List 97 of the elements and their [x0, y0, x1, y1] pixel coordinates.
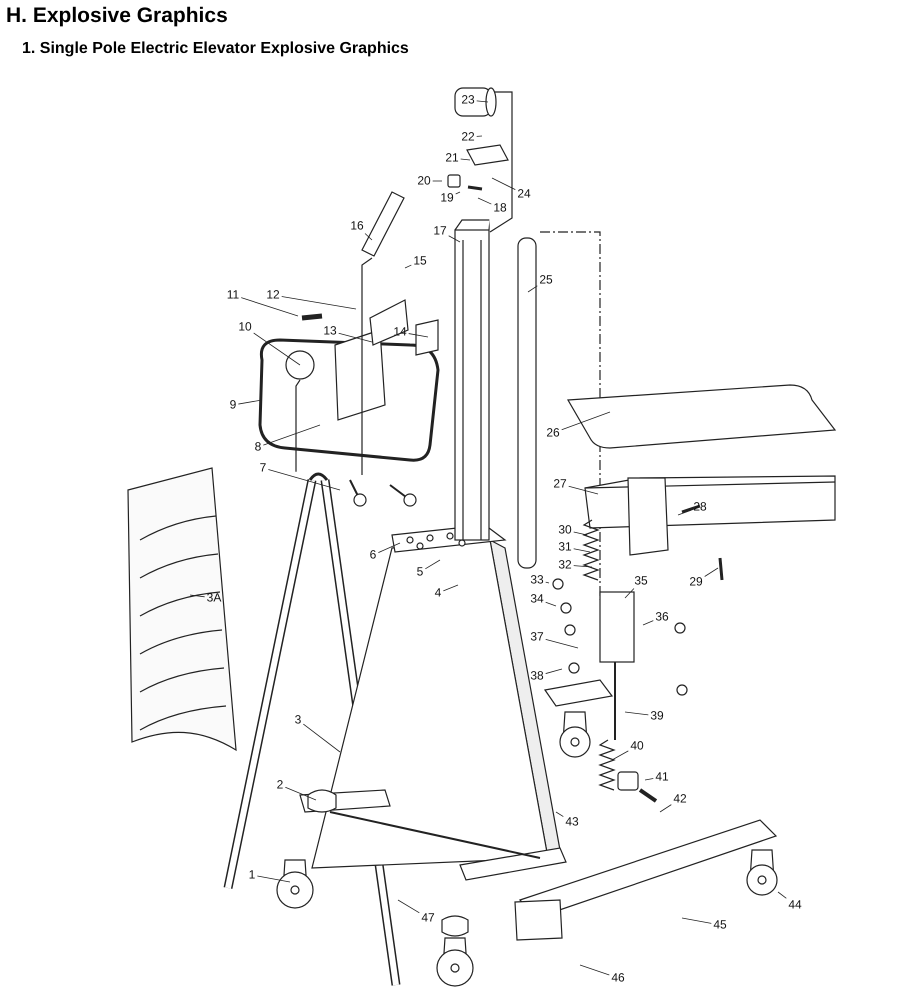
leader-line	[190, 594, 206, 598]
leader-line	[704, 568, 718, 577]
callout-number: 46	[610, 972, 626, 984]
callout-number: 8	[254, 440, 262, 454]
leader-line	[778, 892, 787, 899]
leader-line	[408, 333, 428, 338]
callout-number: 12	[265, 288, 281, 302]
leader-line	[556, 812, 564, 817]
leader-line	[624, 712, 649, 716]
heading: H. Explosive Graphics	[6, 4, 228, 28]
callout-number: 37	[529, 630, 545, 644]
callout-number: 10	[237, 320, 253, 334]
leader-line	[281, 296, 356, 310]
callout-number: 47	[420, 912, 436, 924]
leader-line	[612, 750, 629, 760]
callout-number: 2	[276, 778, 284, 792]
leader-line	[642, 620, 654, 626]
callout-number: 38	[529, 670, 545, 682]
subheading: 1. Single Pole Electric Elevator Explosive Graphics	[22, 40, 409, 58]
callout-number: 28	[692, 500, 708, 514]
leader-line	[240, 297, 298, 316]
leader-line	[364, 233, 372, 240]
leader-line	[573, 548, 590, 552]
leader-line	[253, 332, 300, 366]
leader-line	[644, 778, 654, 780]
callout-number: 5	[416, 566, 424, 578]
callout-number: 42	[672, 792, 688, 806]
callout-number: 40	[629, 740, 645, 752]
leader-line	[580, 964, 610, 976]
callout-number: 1	[248, 868, 256, 882]
callout-number: 25	[538, 274, 554, 286]
leader-line	[455, 192, 460, 194]
leader-line	[528, 285, 538, 292]
leader-line	[404, 264, 412, 268]
callout-number: 36	[654, 610, 670, 624]
callout-number: 21	[444, 152, 460, 164]
leader-line	[338, 332, 372, 342]
callout-number: 29	[688, 576, 704, 588]
leader-line	[678, 510, 692, 516]
leader-line	[262, 424, 320, 446]
leader-line	[424, 560, 440, 570]
leader-line	[378, 542, 400, 554]
callout-number: 18	[492, 202, 508, 214]
callout-number: 3	[294, 714, 302, 726]
leader-line	[545, 638, 578, 648]
leader-line	[624, 588, 634, 598]
leader-line	[432, 180, 442, 182]
callout-number: 20	[416, 174, 432, 188]
callout-number: 43	[564, 816, 580, 828]
callout-number: 17	[432, 224, 448, 238]
callout-number: 13	[322, 324, 338, 338]
leader-line	[573, 565, 592, 568]
callout-number: 41	[654, 770, 670, 784]
callout-number: 15	[412, 254, 428, 268]
callout-number: 9	[228, 398, 238, 412]
callout-number: 33	[529, 574, 545, 586]
leader-line	[478, 198, 492, 204]
leader-line	[568, 486, 598, 494]
callout-number: 4	[434, 586, 442, 600]
leader-line	[682, 918, 712, 924]
callout-number: 19	[439, 192, 455, 204]
callout-number: 24	[516, 188, 532, 200]
leader-line	[545, 668, 562, 674]
callout-number: 3A	[206, 592, 222, 604]
callout-number: 22	[460, 130, 476, 144]
callout-number: 39	[649, 710, 665, 722]
callout-number: 11	[226, 288, 240, 302]
callout-number: 35	[633, 574, 649, 588]
leader-line	[545, 582, 550, 584]
callout-number: 23	[460, 94, 476, 106]
callout-number: 45	[712, 918, 728, 932]
callout-number: 31	[557, 540, 573, 554]
leader-line	[442, 584, 458, 592]
callout-number: 6	[368, 548, 378, 562]
leader-line	[302, 724, 340, 752]
callout-number: 16	[349, 220, 365, 232]
leader-line	[561, 412, 610, 430]
callout-number: 30	[557, 524, 573, 536]
callout-number: 32	[557, 558, 573, 572]
leader-line	[284, 786, 316, 800]
leader-line	[492, 178, 516, 190]
leader-line	[476, 136, 482, 137]
leader-line	[256, 876, 290, 882]
callout-number: 26	[545, 426, 561, 440]
callout-number: 27	[552, 478, 568, 490]
leader-line	[476, 100, 488, 102]
leader-line	[573, 532, 588, 536]
leader-line	[398, 900, 420, 914]
leader-line	[460, 158, 470, 160]
leader-line	[545, 602, 556, 606]
callout-number: 34	[529, 592, 545, 606]
callout-number: 7	[258, 462, 268, 474]
leader-line	[268, 469, 340, 490]
leader-line	[238, 400, 262, 404]
callout-number: 44	[787, 898, 803, 912]
leader-line	[660, 804, 672, 812]
leader-line	[448, 235, 460, 242]
